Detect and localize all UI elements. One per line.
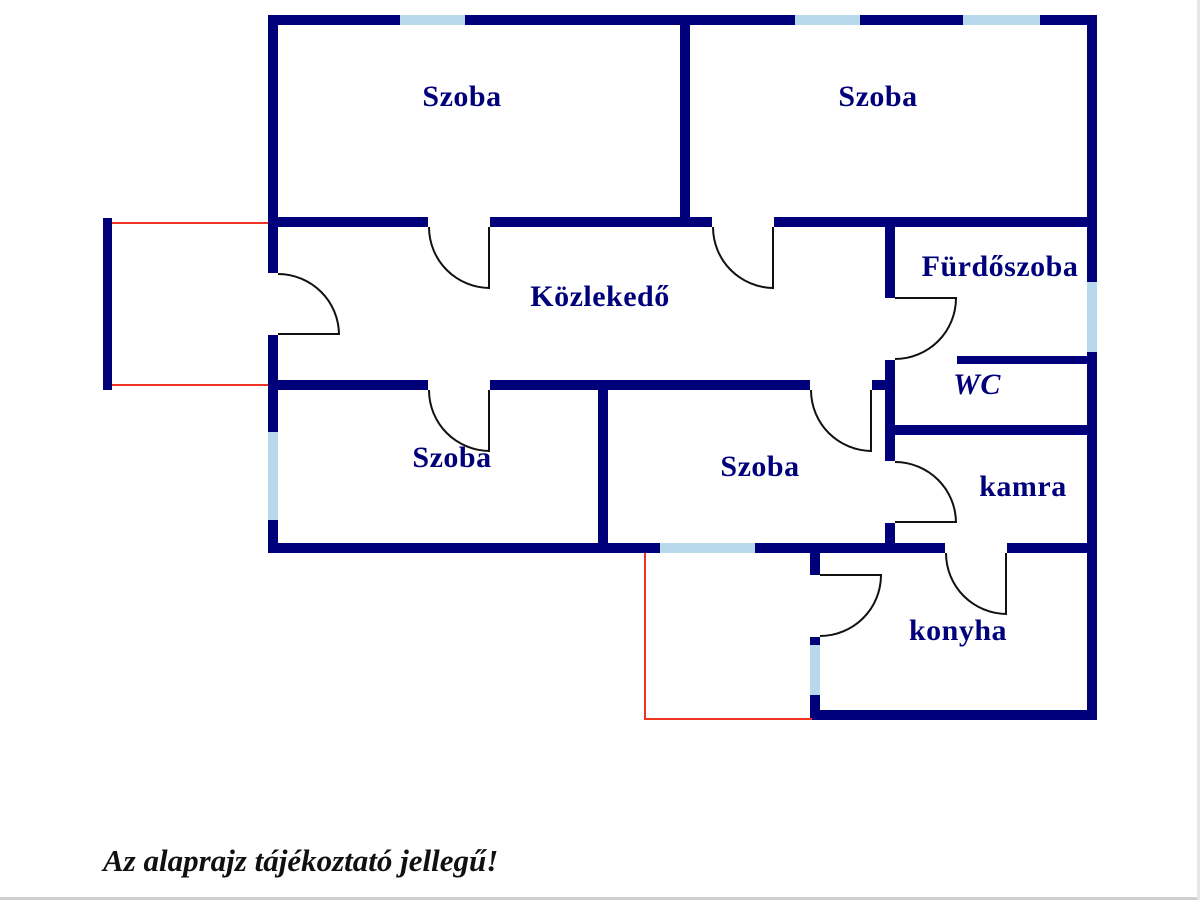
door-arc-konyha xyxy=(945,553,1007,615)
terrace-line-bottom-vert xyxy=(644,553,646,720)
window-konyha xyxy=(810,645,820,695)
wall-divider-top-rooms xyxy=(680,15,690,227)
door-opening-szoba-bm xyxy=(810,380,872,390)
frame-edge-right xyxy=(1197,0,1200,900)
window-furdoszoba xyxy=(1087,282,1097,352)
door-opening-szoba-bl xyxy=(428,380,490,390)
door-opening-kamra xyxy=(885,461,895,523)
door-leaf-furdoszoba xyxy=(895,297,957,299)
door-arc-kamra xyxy=(895,461,957,523)
room-label-szoba-bottom-left: Szoba xyxy=(412,441,492,474)
door-opening-konyha-side xyxy=(810,575,820,637)
room-label-szoba-bottom-mid: Szoba xyxy=(720,450,800,483)
wall-bathroom-wc-divider xyxy=(957,356,1097,364)
window-szoba-tr-1 xyxy=(795,15,860,25)
door-arc-szoba-tl xyxy=(428,227,490,289)
door-opening-szoba-tl xyxy=(428,217,490,227)
room-label-szoba-top-right: Szoba xyxy=(838,80,918,113)
room-label-konyha: konyha xyxy=(908,614,1008,647)
terrace-line-left-bottom xyxy=(112,384,268,386)
terrace-line-left-top xyxy=(112,222,268,224)
door-leaf-szoba-bm xyxy=(870,390,872,452)
wall-terrace-post xyxy=(103,218,112,390)
door-leaf-entrance xyxy=(278,333,340,335)
wall-corridor-top xyxy=(268,217,1097,227)
terrace-line-bottom-horiz xyxy=(644,718,812,720)
door-opening-konyha xyxy=(945,543,1007,553)
room-label-kozlekedo: Közlekedő xyxy=(530,280,670,313)
window-szoba-bm xyxy=(660,543,755,553)
wall-bottom-rooms-divider xyxy=(598,380,608,553)
door-leaf-szoba-tr xyxy=(772,227,774,289)
door-arc-furdoszoba xyxy=(895,298,957,360)
door-leaf-szoba-tl xyxy=(488,227,490,289)
window-szoba-bl xyxy=(268,432,278,520)
door-leaf-konyha-side xyxy=(820,574,882,576)
door-opening-szoba-tr xyxy=(712,217,774,227)
door-leaf-kamra xyxy=(895,521,957,523)
wall-right xyxy=(1087,15,1097,720)
room-label-szoba-top-left: Szoba xyxy=(422,80,502,113)
door-opening-entrance xyxy=(268,273,278,335)
wall-wc-kamra xyxy=(885,425,1097,435)
door-arc-szoba-tr xyxy=(712,227,774,289)
frame-edge-bottom xyxy=(0,897,1200,900)
door-arc-entrance xyxy=(278,273,340,335)
door-leaf-konyha xyxy=(1005,553,1007,615)
door-opening-furdoszoba xyxy=(885,298,895,360)
window-szoba-tl xyxy=(400,15,465,25)
wall-konyha-bottom xyxy=(810,710,1097,720)
wall-bathroom-vertical xyxy=(885,217,895,553)
door-leaf-szoba-bl xyxy=(488,390,490,452)
door-arc-konyha-side xyxy=(820,575,882,637)
door-arc-szoba-bm xyxy=(810,390,872,452)
room-label-wc: WC xyxy=(953,368,1001,401)
window-szoba-tr-2 xyxy=(963,15,1040,25)
wall-corridor-bottom xyxy=(268,380,895,390)
room-label-kamra: kamra xyxy=(979,470,1067,503)
room-label-furdoszoba: Fürdőszoba xyxy=(921,250,1079,283)
disclaimer-text: Az alaprajz tájékoztató jellegű! xyxy=(103,843,499,878)
